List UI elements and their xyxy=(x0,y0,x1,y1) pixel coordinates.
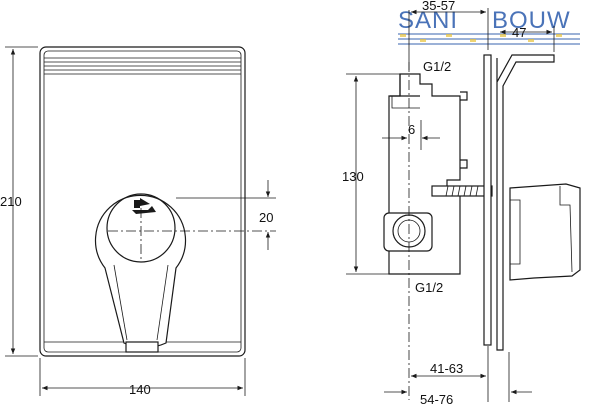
dim-wall-offset: 6 xyxy=(408,122,415,137)
brand-watermark: SANI BOUW xyxy=(398,7,580,45)
front-view: 20 210 140 xyxy=(0,46,276,397)
brand-name-right: BOUW xyxy=(492,7,571,34)
dim-depth-outer: 54-76 xyxy=(420,392,453,407)
handle-profile xyxy=(509,183,581,281)
dim-plate-width: 140 xyxy=(129,382,151,397)
dim-plate-depth: 47 xyxy=(512,25,526,40)
thread-bottom-label: G1/2 xyxy=(415,280,443,295)
dim-body-height: 130 xyxy=(342,169,364,184)
side-view: 35-57 47 G1/2 G1/2 6 130 41-63 54-76 xyxy=(342,0,581,407)
dim-top-range: 35-57 xyxy=(422,0,455,13)
dim-depth-inner: 41-63 xyxy=(430,361,463,376)
thread-top-label: G1/2 xyxy=(423,59,451,74)
dim-plate-height: 210 xyxy=(0,194,22,209)
mixer-handle xyxy=(94,193,187,353)
brand-stripes xyxy=(398,33,580,45)
cover-bracket xyxy=(496,54,555,351)
dim-center-offset: 20 xyxy=(259,210,273,225)
mounting-rod xyxy=(431,185,493,197)
brand-emblem-icon xyxy=(132,198,156,214)
wall-plate xyxy=(483,54,492,346)
